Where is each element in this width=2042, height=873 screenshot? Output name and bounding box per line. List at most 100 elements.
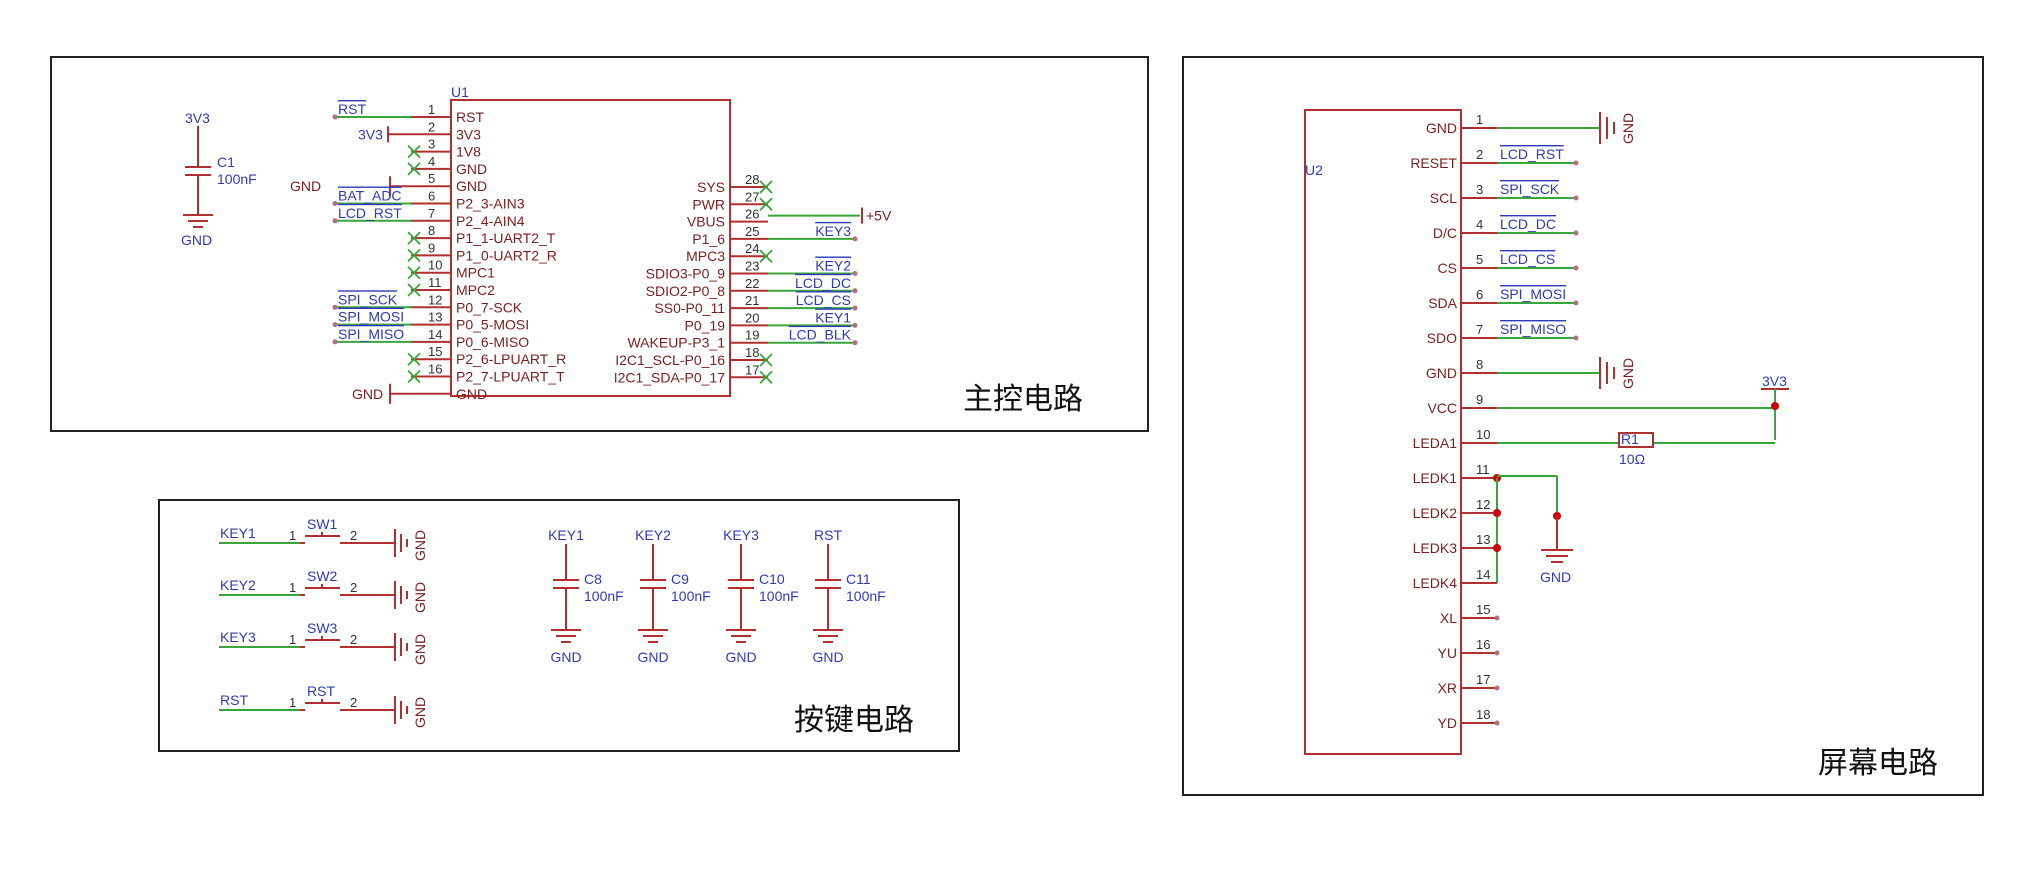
u1-pin-number: 7 bbox=[428, 206, 435, 221]
u2-pin-number: 3 bbox=[1476, 182, 1483, 197]
u1-pin-name: RST bbox=[456, 109, 484, 125]
c1-value: 100nF bbox=[217, 171, 257, 187]
no-connect-icon bbox=[407, 248, 421, 263]
u2-pin-number: 13 bbox=[1476, 532, 1490, 547]
u2-body bbox=[1304, 109, 1462, 755]
u2-pin-number: 7 bbox=[1476, 322, 1483, 337]
switch-pin2: 2 bbox=[350, 632, 357, 647]
c1-power-label: 3V3 bbox=[185, 110, 210, 126]
no-connect-icon bbox=[407, 283, 421, 297]
u1-pin-name: WAKEUP-P3_1 bbox=[627, 335, 725, 351]
switch-pin2: 2 bbox=[350, 695, 357, 710]
keys-section-frame bbox=[158, 499, 960, 752]
u2-pin-number: 10 bbox=[1476, 427, 1490, 442]
u1-pin-name: MPC3 bbox=[686, 248, 725, 264]
u2-pin-number: 2 bbox=[1476, 147, 1483, 162]
u1-pin-name: GND bbox=[456, 386, 487, 402]
net-label: LCD_BLK bbox=[789, 327, 852, 343]
ledk-gnd-label: GND bbox=[1540, 569, 1571, 585]
u1-pin-number: 3 bbox=[428, 137, 435, 152]
c1-ref: C1 bbox=[217, 154, 235, 170]
screen-power-rail: 3V3 bbox=[1761, 373, 1789, 440]
switch-ref: SW3 bbox=[307, 620, 338, 636]
screen-section-frame bbox=[1182, 56, 1984, 796]
u1-pin-name: PWR bbox=[692, 196, 725, 212]
u2-gnd-label: GND bbox=[1620, 113, 1636, 144]
net-label: 3V3 bbox=[358, 126, 383, 142]
ledk-gnd: GND bbox=[1497, 475, 1573, 585]
u1-pin-number: 25 bbox=[745, 224, 759, 239]
c1-gnd-label: GND bbox=[181, 232, 212, 248]
switch-net-label: RST bbox=[220, 692, 248, 708]
u2-pin-name: LEDK2 bbox=[1413, 505, 1458, 521]
no-connect-icon bbox=[407, 231, 421, 245]
u1-pin-number: 6 bbox=[428, 189, 435, 204]
no-connect-icon bbox=[759, 370, 773, 384]
u2-pin-name: VCC bbox=[1427, 400, 1457, 416]
u1-pin-number: 18 bbox=[745, 345, 759, 360]
u1-pin-name: SDIO2-P0_8 bbox=[646, 283, 726, 299]
u1-pin-name: P2_7-LPUART_T bbox=[456, 369, 565, 385]
u1-pin-name: GND bbox=[456, 178, 487, 194]
switch-gnd-label: GND bbox=[412, 582, 428, 613]
u2-net-label: SPI_MOSI bbox=[1500, 286, 1566, 302]
no-connect-icon bbox=[407, 162, 421, 176]
no-connect-icon bbox=[407, 352, 421, 366]
screen-section-title: 屏幕电路 bbox=[1818, 747, 1938, 780]
u2-ref: U2 bbox=[1305, 162, 1323, 178]
u1-pin-number: 1 bbox=[428, 102, 435, 117]
switch-net-label: KEY1 bbox=[220, 525, 256, 541]
mcu-section-frame bbox=[50, 56, 1149, 432]
u2-pin-name: GND bbox=[1426, 120, 1457, 136]
cap-gnd-label: GND bbox=[637, 649, 668, 665]
switch-pin2: 2 bbox=[350, 580, 357, 595]
c1-capacitor: 3V3 C1 100nF GND bbox=[181, 110, 257, 248]
mcu-section-title: 主控电路 bbox=[963, 383, 1083, 416]
no-connect-icon bbox=[407, 369, 421, 384]
u1-pin-number: 24 bbox=[745, 241, 759, 256]
u2-pin-name: YU bbox=[1438, 645, 1457, 661]
switch-pin1: 1 bbox=[289, 528, 296, 543]
net-label: BAT_ADC bbox=[338, 188, 402, 204]
u2-pin-name: SCL bbox=[1430, 190, 1457, 206]
u1-pin-number: 21 bbox=[745, 293, 759, 308]
u1-pin-name: P2_4-AIN4 bbox=[456, 213, 525, 229]
u1-pin-name: P0_6-MISO bbox=[456, 334, 529, 350]
u1-pin-number: 2 bbox=[428, 119, 435, 134]
u1-pin-name: P0_19 bbox=[685, 317, 726, 333]
cap-value: 100nF bbox=[671, 588, 711, 604]
u2-pin-number: 8 bbox=[1476, 357, 1483, 372]
u2-pin-number: 17 bbox=[1476, 672, 1490, 687]
u2-pin-name: GND bbox=[1426, 365, 1457, 381]
u1-pin-name: SS0-P0_11 bbox=[654, 300, 725, 316]
u1-pin-number: 28 bbox=[745, 172, 759, 187]
cap-gnd-label: GND bbox=[812, 649, 843, 665]
